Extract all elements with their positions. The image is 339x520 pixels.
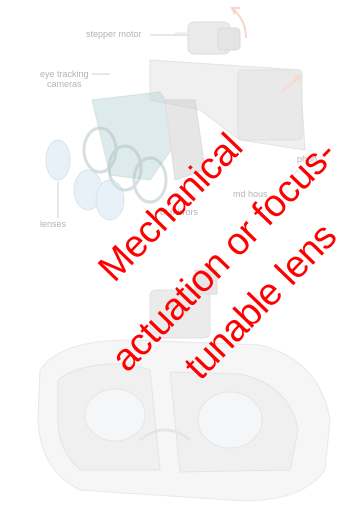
label-eye-tracking-cameras: eye tracking cameras [40, 70, 89, 90]
label-lenses: lenses [40, 220, 66, 230]
label-eye-tracking-line2: cameras [40, 80, 89, 90]
stepper-motor-graphic [175, 8, 246, 54]
label-stepper-motor: stepper motor [86, 30, 142, 40]
